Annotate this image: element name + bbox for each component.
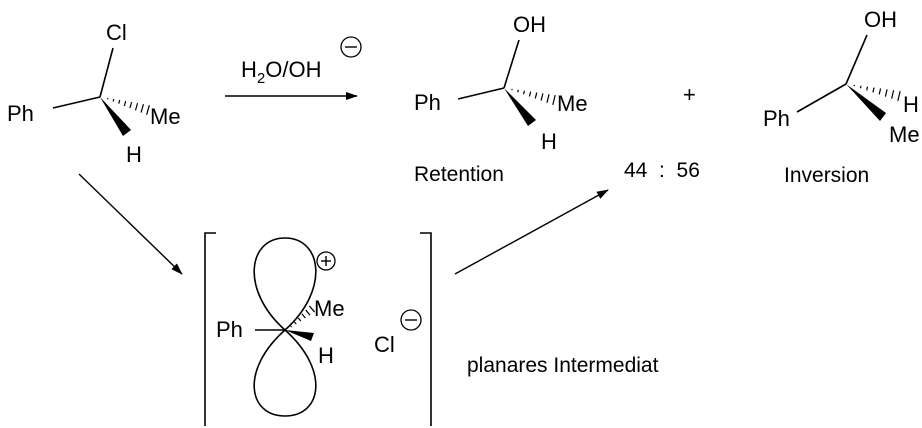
hashed-wedge-me xyxy=(107,97,150,115)
plus-sign: + xyxy=(683,82,696,107)
solid-wedge-h xyxy=(100,97,131,136)
inversion-ph-label: Ph xyxy=(763,106,790,131)
inversion-oh-label: OH xyxy=(864,7,897,32)
p-orbital-lower-lobe xyxy=(253,328,317,417)
counter-ion-minus-charge-icon xyxy=(400,309,422,331)
start-me-label: Me xyxy=(150,104,181,129)
inversion-caption: Inversion xyxy=(784,164,869,187)
intermediate-me-label: Me xyxy=(314,296,345,321)
bond-c-ph xyxy=(457,87,505,100)
inversion-product: OH Ph H Me Inversion xyxy=(763,7,920,187)
reagent-arrow-group: H2O/OH xyxy=(225,36,362,100)
hashed-wedge-h xyxy=(853,84,901,102)
right-bracket xyxy=(420,232,432,426)
retention-ph-label: Ph xyxy=(414,90,441,115)
retention-h-label: H xyxy=(541,129,557,154)
counter-ion-label: Cl xyxy=(374,332,395,357)
intermediate-ph-label: Ph xyxy=(216,317,243,342)
p-orbital-upper-lobe xyxy=(253,237,317,332)
bond-c-cl xyxy=(99,47,114,98)
retention-oh-label: OH xyxy=(513,12,546,37)
reagent-label: H2O/OH xyxy=(241,57,321,87)
left-bracket xyxy=(204,232,216,426)
arrow-from-intermediate xyxy=(454,189,609,275)
hashed-wedge-me xyxy=(511,88,556,105)
solid-wedge-h xyxy=(285,330,314,341)
start-h-label: H xyxy=(126,142,142,167)
retention-caption: Retention xyxy=(414,163,504,186)
bond-c-oh xyxy=(845,34,868,85)
solid-wedge-me xyxy=(846,84,886,121)
product-ratio: 44 : 56 xyxy=(624,159,700,182)
inversion-h-label: H xyxy=(903,92,919,117)
reagent-minus-charge-icon xyxy=(340,36,362,58)
starting-material: Cl Ph Me H xyxy=(7,20,181,167)
inversion-me-label: Me xyxy=(889,122,920,147)
arrow-to-intermediate xyxy=(78,173,183,275)
bond-c-ph xyxy=(796,83,847,113)
solid-wedge-h xyxy=(504,88,536,126)
positive-charge-icon xyxy=(316,251,336,271)
intermediate-caption: planares Intermediat xyxy=(467,354,659,377)
planar-intermediate: Ph Me H Cl xyxy=(204,232,432,426)
start-cl-label: Cl xyxy=(106,20,127,45)
retention-me-label: Me xyxy=(557,91,588,116)
start-ph-label: Ph xyxy=(7,101,34,126)
intermediate-h-label: H xyxy=(318,343,334,368)
hashed-wedge-me xyxy=(290,305,316,328)
retention-product: OH Ph Me H Retention xyxy=(414,12,588,186)
bond-c-oh xyxy=(503,39,520,89)
bond-c-ph xyxy=(52,96,101,109)
